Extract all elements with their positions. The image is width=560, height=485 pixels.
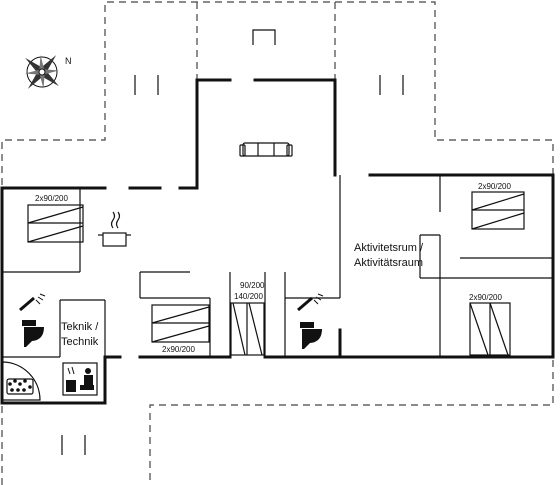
bed-top-left: [27, 204, 84, 243]
interior-walls: [2, 175, 553, 358]
stove-icon: [98, 211, 131, 247]
compass-icon: [25, 55, 59, 89]
compass-north-label: N: [65, 56, 72, 66]
bed-top-right-label: 2x90/200: [478, 182, 511, 191]
shower-icon: [19, 293, 46, 312]
bed-top-right: [471, 191, 525, 230]
bunk-bed-label-line2: 140/200: [234, 292, 263, 301]
bunk-bed: [230, 302, 265, 356]
bunk-bed-label-line1: 90/200: [240, 281, 265, 290]
sauna-heater-icon: [62, 362, 98, 396]
toilet-icon: [22, 320, 44, 347]
technik-room-label-line1: Teknik /: [61, 321, 99, 333]
window-marks: [61, 29, 404, 455]
bed-center-label: 2x90/200: [162, 345, 195, 354]
technik-room-label-line2: Technik: [61, 336, 99, 348]
whirlpool-icon: [1, 361, 41, 401]
sofa-icon: [239, 142, 293, 157]
bed-top-left-label: 2x90/200: [35, 194, 68, 203]
bed-right-lower: [469, 302, 511, 356]
bed-center: [151, 304, 210, 343]
bed-right-lower-label: 2x90/200: [469, 293, 502, 302]
toilet-icon-2: [300, 322, 322, 349]
activity-room-label-line1: Aktivitetsrum /: [354, 242, 424, 254]
walls: [0, 78, 555, 405]
activity-room-label-line2: Aktivitätsraum: [354, 257, 423, 269]
shower-icon-2: [297, 293, 324, 312]
